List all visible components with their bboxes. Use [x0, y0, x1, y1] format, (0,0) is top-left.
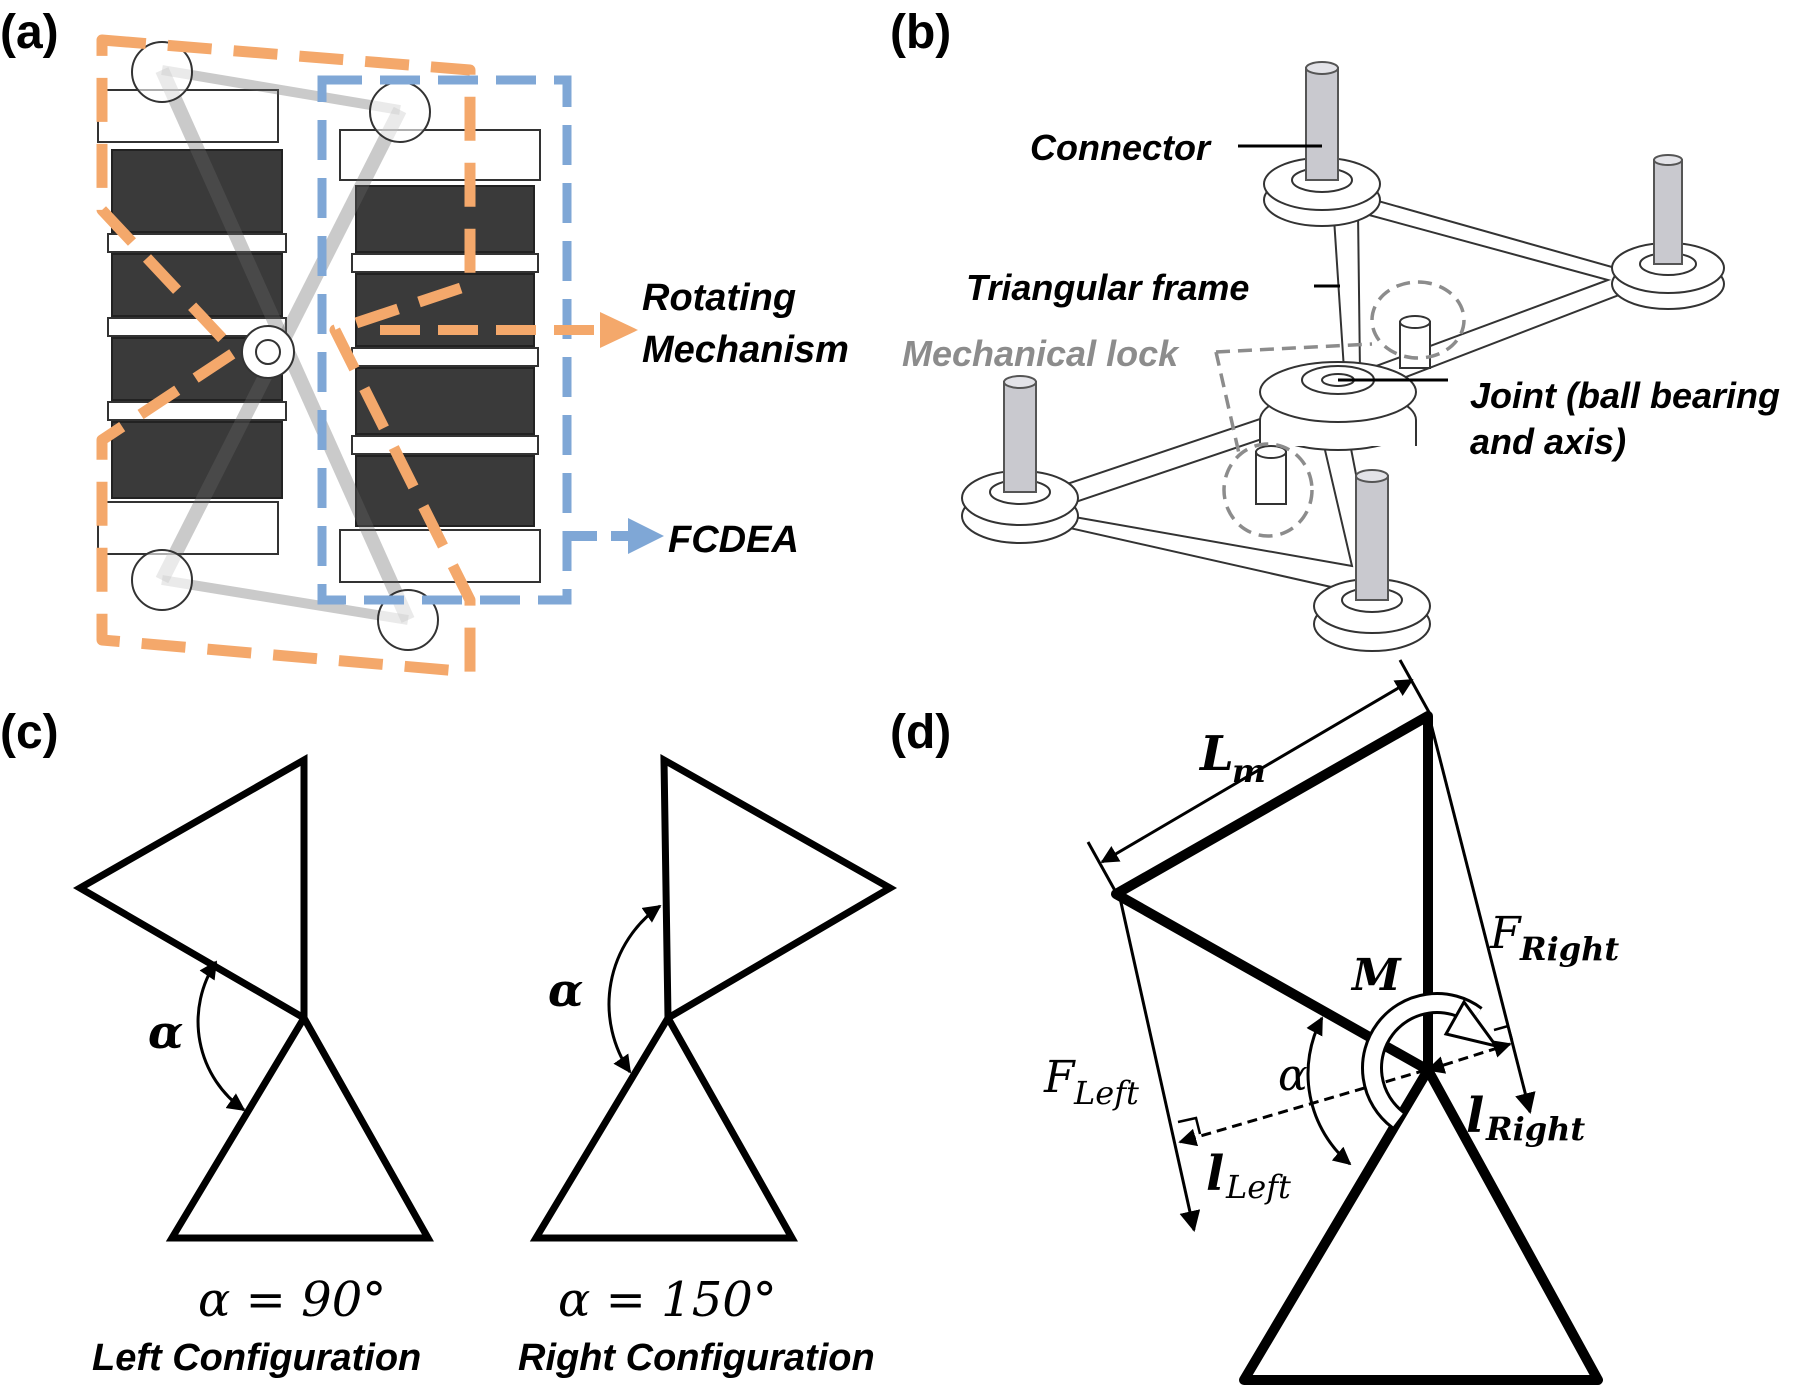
left-upper-triangle — [72, 753, 308, 1025]
triangular-frame-drawing — [961, 61, 1725, 652]
moment-symbol: M — [1350, 950, 1402, 1001]
f-left-label: F Left — [1043, 1052, 1139, 1112]
left-alpha-arc — [196, 960, 246, 1112]
panel-d: (d) L m F Right F Left l — [890, 659, 1619, 1385]
panel-b-tag: (b) — [890, 6, 951, 59]
fcdea-frame — [317, 75, 572, 605]
left-configuration-caption: Left Configuration — [92, 1337, 421, 1379]
panel-a-tag: (a) — [0, 6, 59, 59]
rotating-arrow-head — [600, 312, 638, 348]
right-alpha-arc — [607, 904, 662, 1074]
left-equation: α = 90° — [198, 1272, 386, 1328]
f-right-symbol: F — [1489, 908, 1522, 959]
lm-dimension-line — [1100, 678, 1414, 864]
f-left-subscript: Left — [1073, 1074, 1139, 1112]
right-equation: α = 150° — [558, 1272, 777, 1328]
f-right-subscript: Right — [1519, 930, 1619, 968]
left-alpha-symbol: α — [148, 1005, 183, 1059]
right-alpha-symbol: α — [548, 963, 583, 1017]
lm-symbol: L — [1198, 726, 1234, 782]
right-lower-triangle — [529, 1011, 798, 1242]
l-left-label: l Left — [1206, 1146, 1291, 1206]
panel-b: (b) — [890, 6, 1780, 652]
l-right-lever-arm — [1426, 1040, 1512, 1074]
panel-c-tag: (c) — [0, 706, 59, 759]
label-connector: Connector — [1030, 127, 1212, 168]
left-configuration-diagram: α α = 90° Left Configuration — [72, 753, 434, 1379]
lm-subscript: m — [1232, 752, 1266, 790]
panel-c: (c) α α = 90° Left Configuration α α = 1… — [0, 706, 898, 1379]
label-mechanism: Mechanism — [642, 329, 849, 371]
moment-arrow — [1361, 992, 1500, 1129]
right-configuration-caption: Right Configuration — [518, 1337, 875, 1379]
fcdea-arrow-head — [628, 518, 664, 554]
d-lower-triangle — [1239, 1065, 1603, 1385]
l-right-subscript: Right — [1485, 1110, 1585, 1148]
panel-d-tag: (d) — [890, 706, 951, 759]
label-joint-line1: Joint (ball bearing — [1470, 375, 1780, 416]
panel-a: (a) — [0, 6, 849, 678]
d-alpha-symbol: α — [1278, 1050, 1308, 1101]
f-right-arrow — [1428, 719, 1536, 1115]
label-joint-line2: and axis) — [1470, 421, 1626, 462]
l-right-label: l Right — [1466, 1088, 1585, 1148]
label-fcdea: FCDEA — [668, 519, 799, 561]
l-left-subscript: Left — [1225, 1168, 1291, 1206]
right-configuration-diagram: α α = 150° Right Configuration — [518, 753, 898, 1379]
right-upper-triangle — [660, 753, 898, 1025]
label-mechanical-lock: Mechanical lock — [902, 333, 1180, 374]
left-lower-triangle — [165, 1011, 434, 1242]
f-left-arrow — [1118, 897, 1201, 1233]
f-right-label: F Right — [1489, 908, 1619, 968]
l-right-symbol: l — [1466, 1088, 1484, 1144]
lm-label: L m — [1198, 726, 1266, 790]
lock-circle-lower — [1222, 442, 1314, 538]
label-triangular-frame: Triangular frame — [966, 267, 1249, 308]
label-rotating: Rotating — [642, 277, 796, 319]
f-left-symbol: F — [1043, 1052, 1076, 1103]
l-left-lever-arm — [1178, 1068, 1427, 1147]
lock-circle-upper — [1370, 280, 1466, 360]
l-left-symbol: l — [1206, 1146, 1224, 1202]
d-alpha-arc — [1306, 1016, 1352, 1166]
